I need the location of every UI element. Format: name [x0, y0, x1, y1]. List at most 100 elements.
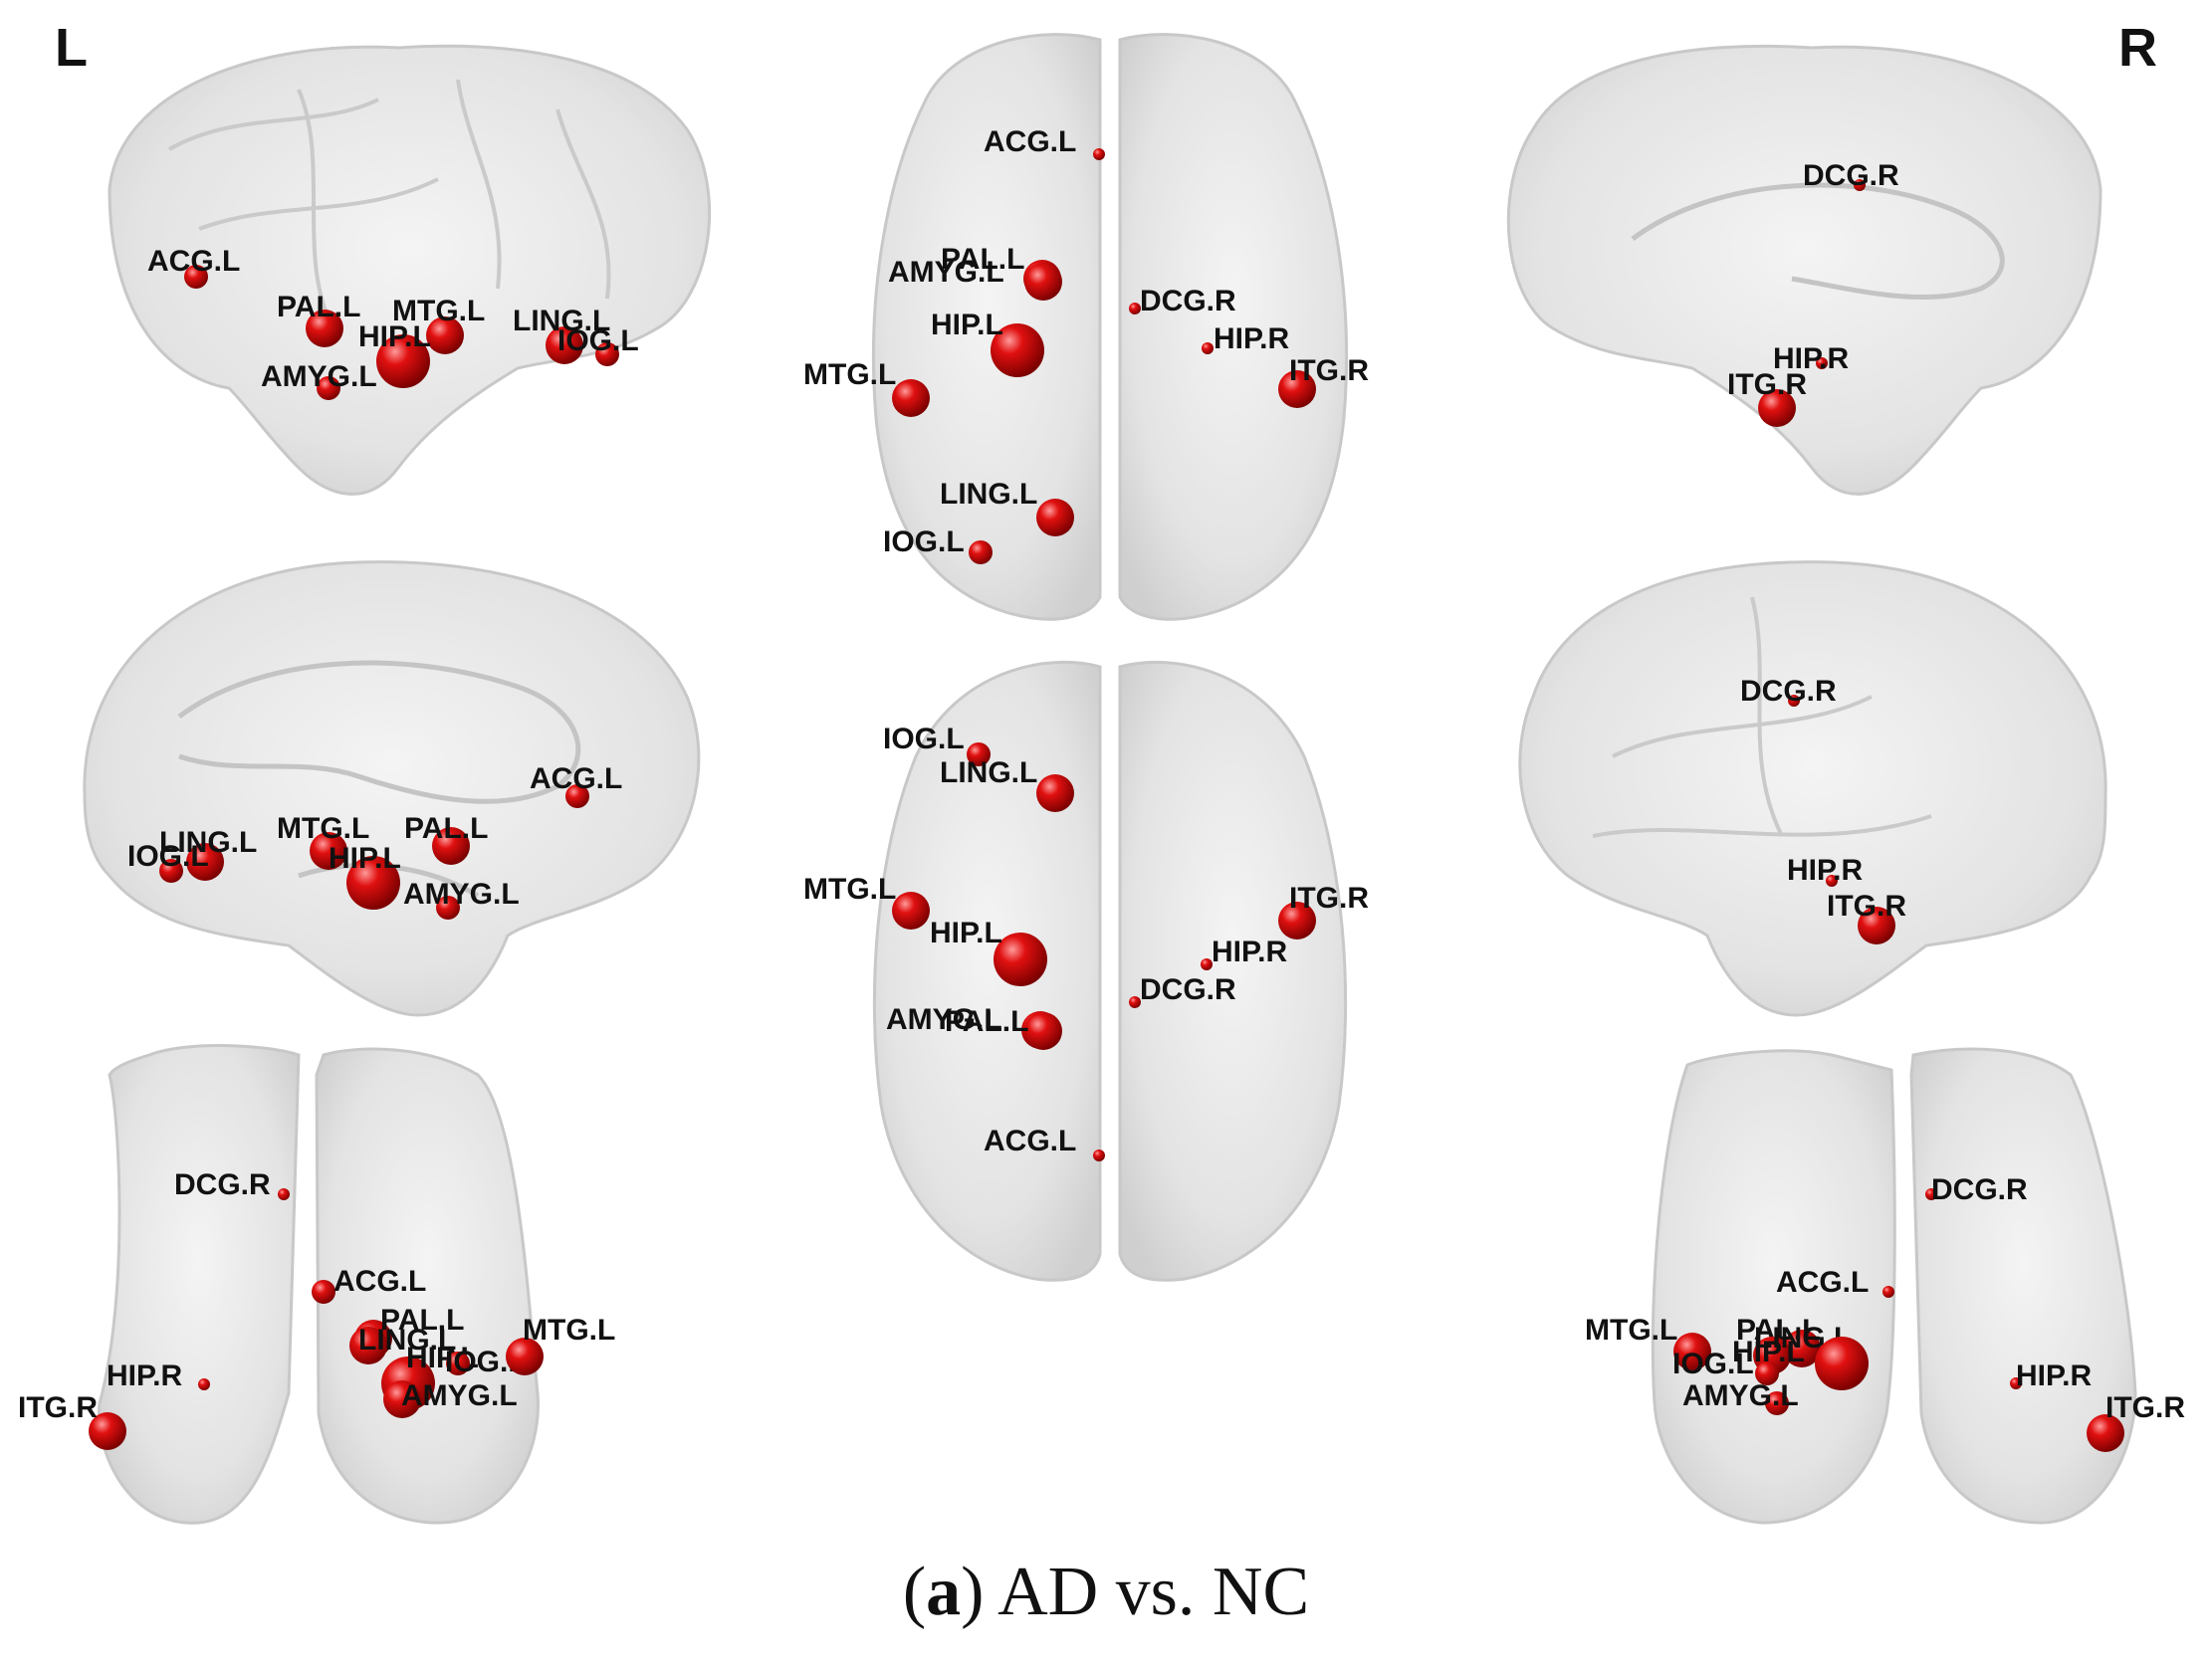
node-hip-l — [376, 334, 430, 388]
node-hip-r — [1826, 875, 1838, 887]
node-hip-r — [1202, 342, 1214, 354]
node-itg-r — [89, 1412, 126, 1450]
node-acg-l — [184, 265, 208, 289]
label-hip-l: HIP.L — [930, 917, 1002, 949]
node-itg-r — [1278, 902, 1316, 940]
node-acg-l — [1093, 148, 1105, 160]
label-itg-r: ITG.R — [1727, 368, 1807, 401]
node-ling-l — [349, 1327, 387, 1364]
brain-left-coronal — [98, 1044, 540, 1525]
caption-letter: a — [926, 1554, 962, 1630]
label-hip-r: HIP.R — [107, 1359, 182, 1392]
label-ling-l: LING.L — [513, 305, 610, 337]
label-iog-l: IOG.L — [1672, 1348, 1754, 1380]
node-itg-r — [1278, 370, 1316, 408]
node-pal-l — [306, 310, 343, 347]
node-hip-l — [1815, 1337, 1869, 1390]
node-dcg-r — [1788, 695, 1800, 707]
node-hip-r — [2010, 1377, 2022, 1389]
node-hip-r — [1816, 357, 1828, 369]
brain-right-coronal — [1651, 1047, 2137, 1525]
label-dcg-r: DCG.R — [174, 1168, 271, 1201]
node-hip-l — [346, 856, 400, 910]
brain-ventral — [872, 660, 1348, 1282]
node-dcg-r — [1129, 996, 1141, 1008]
node-ling-l — [1036, 499, 1074, 536]
node-amyg-l — [1024, 263, 1062, 301]
node-dcg-r — [1925, 1188, 1937, 1200]
label-pal-l: PAL.L — [404, 812, 488, 845]
node-pal-l — [1783, 1330, 1821, 1367]
node-ling-l — [546, 326, 583, 364]
label-dcg-r: DCG.R — [1740, 675, 1837, 708]
label-amyg-l: AMYG.L — [1682, 1379, 1799, 1412]
node-iog-l — [969, 540, 993, 564]
node-iog-l — [159, 859, 183, 883]
label-mtg-l: MTG.L — [803, 873, 896, 906]
label-itg-r: ITG.R — [1289, 354, 1369, 387]
node-mtg-l — [426, 316, 464, 354]
label-amyg-l: AMYG.L — [261, 360, 377, 393]
node-iog-l — [595, 342, 619, 366]
label-amyg-l: AMYG.L — [886, 1003, 1002, 1036]
brain-left-medial — [83, 560, 701, 1017]
label-mtg-l: MTG.L — [277, 812, 369, 845]
brain-dorsal — [871, 33, 1349, 621]
label-ling-l: LING.L — [358, 1324, 456, 1357]
node-ling-l — [1036, 774, 1074, 812]
label-dcg-r: DCG.R — [1803, 159, 1899, 192]
node-acg-l — [1882, 1286, 1894, 1298]
label-ling-l: LING.L — [940, 756, 1037, 789]
node-hip-r — [1201, 958, 1213, 970]
label-itg-r: ITG.R — [1289, 882, 1369, 915]
node-mtg-l — [506, 1338, 544, 1375]
label-itg-r: ITG.R — [2105, 1391, 2185, 1424]
label-mtg-l: MTG.L — [523, 1314, 615, 1347]
node-itg-r — [1758, 389, 1796, 427]
label-pal-l: PAL.L — [277, 291, 360, 323]
label-dcg-r: DCG.R — [1140, 973, 1236, 1006]
node-acg-l — [1093, 1149, 1105, 1161]
node-itg-r — [1858, 907, 1895, 944]
label-amyg-l: AMYG.L — [403, 878, 520, 911]
node-pal-l — [432, 827, 470, 865]
node-acg-l — [565, 784, 589, 808]
node-itg-r — [2087, 1414, 2124, 1452]
label-hip-r: HIP.R — [1214, 322, 1289, 355]
label-mtg-l: MTG.L — [803, 358, 896, 391]
node-ling-l — [186, 843, 224, 881]
node-hip-r — [198, 1378, 210, 1390]
label-mtg-l: MTG.L — [1585, 1314, 1677, 1347]
node-amyg-l — [436, 896, 460, 920]
label-hip-r: HIP.R — [1212, 936, 1287, 968]
node-amyg-l — [317, 376, 340, 400]
node-mtg-l — [892, 892, 930, 930]
label-acg-l: ACG.L — [984, 1125, 1076, 1157]
label-itg-r: ITG.R — [18, 1391, 98, 1424]
node-mtg-l — [892, 379, 930, 417]
right-side-label: R — [2118, 18, 2157, 78]
label-acg-l: ACG.L — [333, 1265, 426, 1298]
label-iog-l: IOG.L — [557, 324, 639, 357]
label-hip-r: HIP.R — [1787, 854, 1863, 887]
node-iog-l — [1755, 1361, 1779, 1385]
label-ling-l: LING.L — [940, 478, 1037, 511]
label-iog-l: IOG.L — [883, 525, 965, 558]
view-left-coronal: DCG.RACG.LPAL.LLING.LHIP.LIOG.LMTG.LAMYG… — [18, 1168, 615, 1450]
left-side-label: L — [55, 18, 88, 78]
label-hip-l: HIP.L — [329, 842, 401, 875]
label-acg-l: ACG.L — [984, 125, 1076, 158]
label-hip-r: HIP.R — [2016, 1359, 2092, 1392]
node-pal-l — [1024, 1012, 1062, 1050]
label-pal-l: PAL.L — [945, 1005, 1028, 1038]
brain-right-medial — [1506, 44, 2102, 496]
node-dcg-r — [1129, 303, 1141, 314]
caption-text: AD vs. NC — [997, 1554, 1310, 1630]
node-amyg-l — [383, 1380, 421, 1418]
